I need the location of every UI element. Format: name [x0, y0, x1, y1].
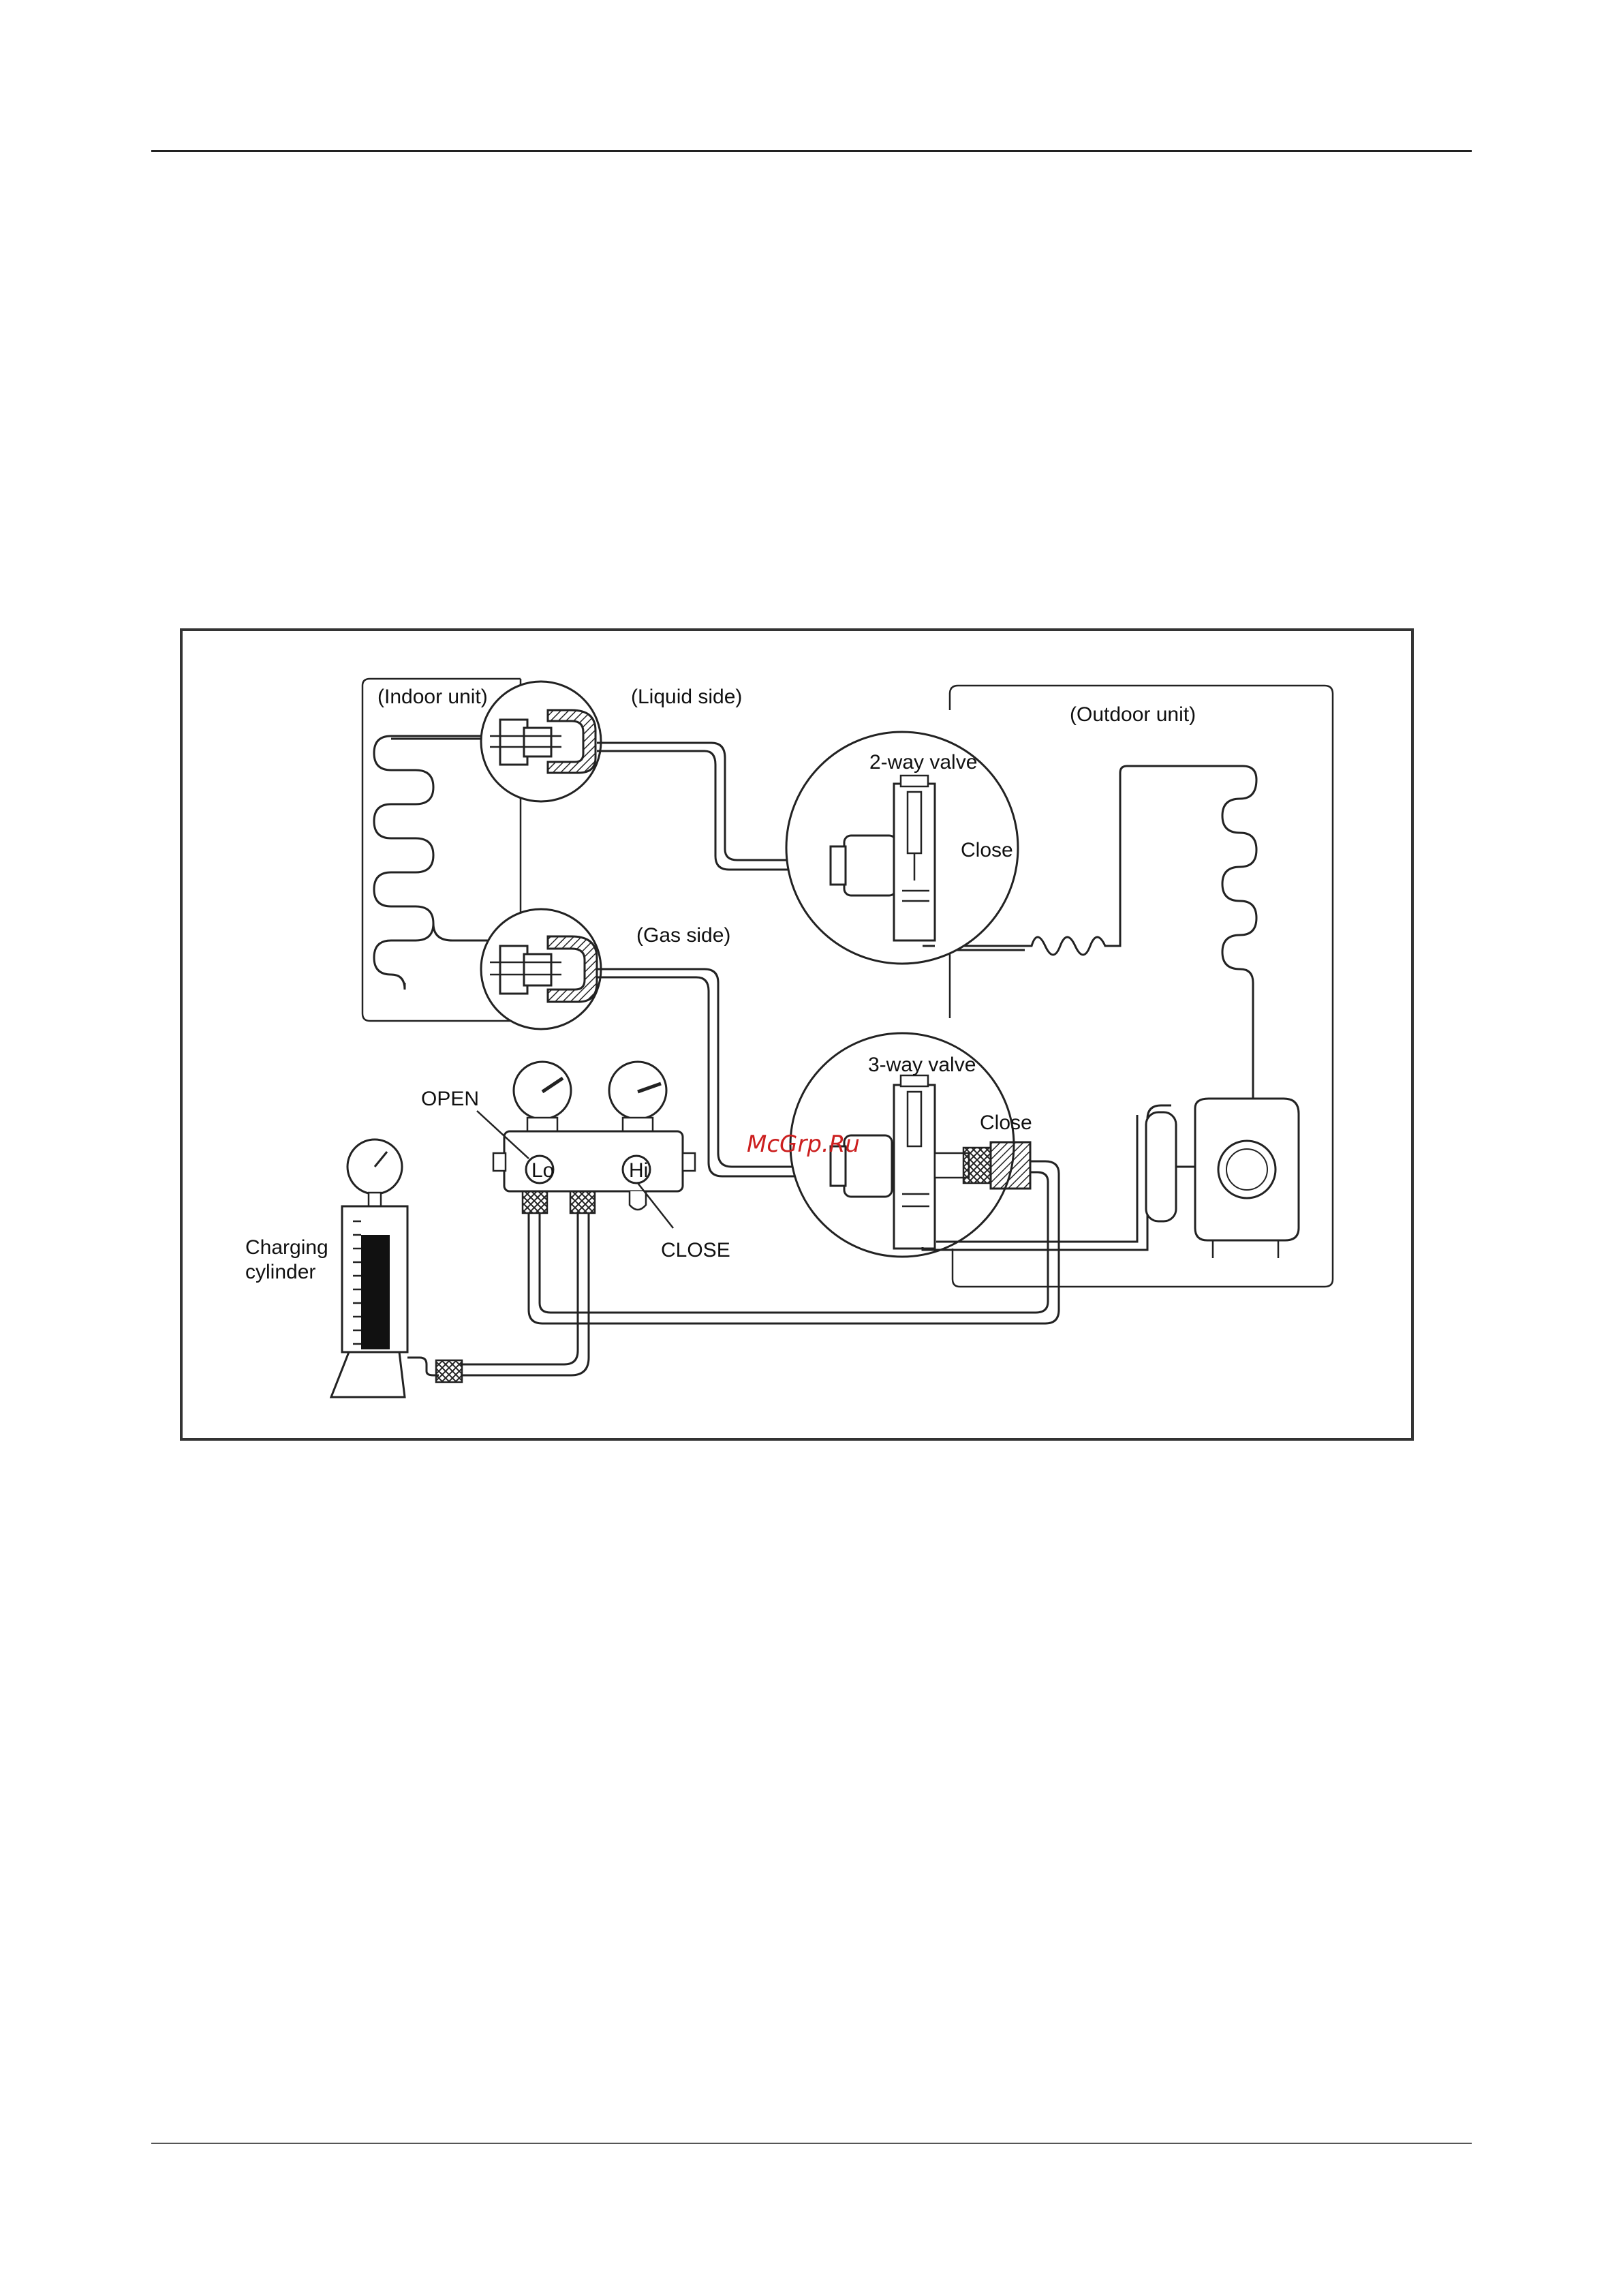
liquid-side-label: (Liquid side) [631, 686, 742, 708]
open-label: OPEN [421, 1088, 479, 1110]
charging-cylinder [331, 1139, 462, 1397]
hi-label: Hi [629, 1159, 648, 1182]
three-way-valve-label: 3-way valve [868, 1054, 976, 1076]
lo-label: Lo [531, 1159, 554, 1182]
gas-side-label: (Gas side) [636, 924, 730, 947]
charging-cylinder-label-1: Charging [245, 1236, 328, 1259]
outdoor-unit-label: (Outdoor unit) [1070, 703, 1196, 726]
gas-side-joint [481, 909, 601, 1029]
liquid-side-joint [481, 682, 601, 801]
accumulator [1146, 1112, 1202, 1221]
charging-cylinder-label-2: cylinder [245, 1261, 315, 1283]
header-rule [151, 150, 1472, 152]
compressor [1195, 1092, 1299, 1258]
watermark: McGrp.Ru [747, 1131, 860, 1158]
three-way-close-label: Close [980, 1112, 1032, 1134]
hose-center [461, 1213, 578, 1364]
gauge-manifold [477, 1062, 695, 1228]
two-way-valve-label: 2-way valve [869, 751, 977, 774]
refrigerant-charging-diagram: (Indoor unit) (Liquid side) (Gas side) (… [180, 628, 1414, 1441]
indoor-unit-label: (Indoor unit) [377, 686, 488, 708]
cylinder-level [361, 1235, 390, 1349]
footer-rule [151, 2143, 1472, 2144]
close-label: CLOSE [661, 1239, 730, 1261]
two-way-close-label: Close [961, 839, 1013, 861]
